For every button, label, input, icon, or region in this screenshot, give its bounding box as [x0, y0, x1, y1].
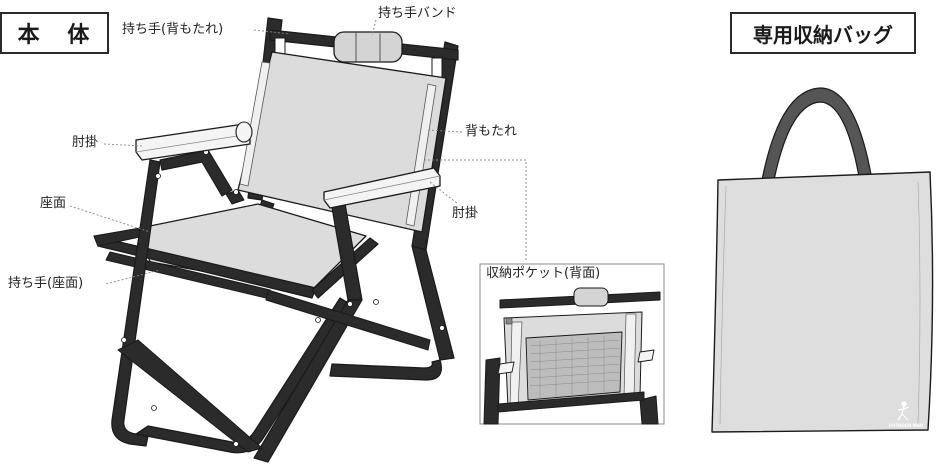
- chair-handle-band: [333, 31, 403, 63]
- label-storage-pocket: 収納ポケット(背面): [486, 266, 601, 281]
- bag-logo-figure: [897, 401, 910, 421]
- storage-bag-illustration: [711, 87, 934, 433]
- label-backrest: 背もたれ: [465, 124, 518, 139]
- chair-illustration: [93, 17, 459, 463]
- label-handle-backrest: 持ち手(背もたれ): [122, 22, 224, 37]
- chair-armrest-right: [323, 167, 441, 209]
- title-storage-bag: 専用収納バッグ: [730, 12, 916, 54]
- title-main-body: 本 体: [0, 12, 109, 54]
- bag-logo-text: OUTDOOR MAN: [889, 423, 923, 428]
- chair-front-legs: [111, 149, 431, 463]
- title-bag-text: 専用収納バッグ: [753, 22, 893, 47]
- label-armrest-right: 肘掛: [452, 206, 479, 221]
- pocket-inset: [479, 263, 665, 425]
- title-main-text: 本 体: [17, 23, 100, 48]
- label-handle-seat: 持ち手(座面): [8, 276, 84, 291]
- chair-rivets: [121, 149, 445, 447]
- label-seat: 座面: [40, 196, 67, 211]
- chair-armrest-left: [135, 121, 253, 161]
- label-armrest-left: 肘掛: [72, 135, 99, 150]
- bag-body: [711, 171, 934, 433]
- label-handle-band: 持ち手バンド: [378, 6, 457, 21]
- bag-strap: [761, 87, 873, 183]
